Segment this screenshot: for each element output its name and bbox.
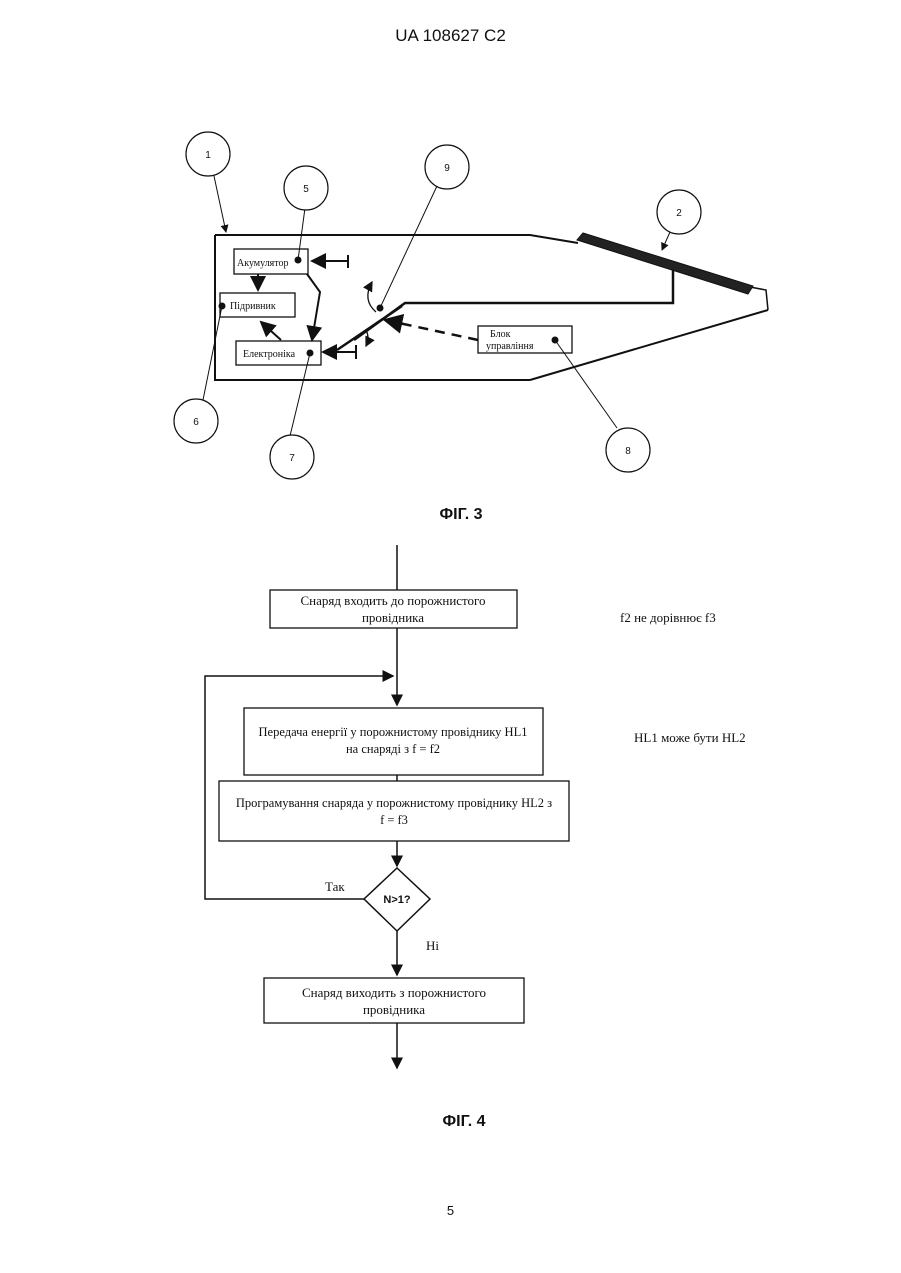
svg-text:Блок: Блок xyxy=(490,329,511,340)
callout-8: 8 xyxy=(606,428,650,472)
svg-text:5: 5 xyxy=(303,184,309,195)
step-programming: Програмування снаряда у порожнистому про… xyxy=(219,781,569,841)
svg-text:Програмування снаряда у порожн: Програмування снаряда у порожнистому про… xyxy=(236,796,552,810)
svg-text:Акумулятор: Акумулятор xyxy=(237,258,289,269)
callout-2: 2 xyxy=(657,190,701,234)
page-number: 5 xyxy=(0,1203,901,1218)
svg-text:8: 8 xyxy=(625,446,631,457)
svg-text:1: 1 xyxy=(205,150,211,161)
decision-n-greater-1: N>1? xyxy=(364,868,430,931)
callout-7: 6 xyxy=(174,399,218,443)
svg-text:7: 7 xyxy=(289,453,295,464)
svg-text:6: 6 xyxy=(193,417,199,428)
step-projectile-enters: Снаряд входить до порожнистого провідник… xyxy=(270,590,517,628)
svg-text:Снаряд виходить з порожнистого: Снаряд виходить з порожнистого xyxy=(302,985,486,1000)
svg-text:N>1?: N>1? xyxy=(383,894,410,906)
callout-6: 7 xyxy=(270,435,314,479)
note-hl1-hl2: HL1 може бути HL2 xyxy=(634,730,746,745)
callout-5: 5 xyxy=(284,166,328,210)
svg-text:Електроніка: Електроніка xyxy=(243,349,296,360)
svg-text:2: 2 xyxy=(676,208,682,219)
detonator-box: Підривник xyxy=(220,293,295,317)
svg-text:управління: управління xyxy=(486,341,534,352)
svg-text:провідника: провідника xyxy=(362,610,424,625)
yes-label: Так xyxy=(325,879,345,894)
figure-4-caption: ФІГ. 4 xyxy=(443,1113,486,1130)
note-f2-f3: f2 не дорівнює f3 xyxy=(620,610,716,625)
step-energy-transfer: Передача енергії у порожнистому провідни… xyxy=(244,708,543,775)
callout-1: 1 xyxy=(186,132,230,176)
step-projectile-exits: Снаряд виходить з порожнистого провідник… xyxy=(264,978,524,1023)
svg-text:Снаряд входить до порожнистого: Снаряд входить до порожнистого xyxy=(300,593,485,608)
svg-text:Передача енергії у порожнистом: Передача енергії у порожнистому провідни… xyxy=(259,725,528,739)
figure-3-diagram: Акумулятор Підривник Електроніка Блок уп… xyxy=(0,0,901,540)
svg-text:f = f3: f = f3 xyxy=(380,813,408,827)
svg-text:9: 9 xyxy=(444,163,450,174)
svg-text:провідника: провідника xyxy=(363,1002,425,1017)
svg-text:на снаряді з f = f2: на снаряді з f = f2 xyxy=(346,742,440,756)
no-label: Ні xyxy=(426,938,439,953)
figure-3-caption: ФІГ. 3 xyxy=(440,506,483,523)
callout-9: 9 xyxy=(425,145,469,189)
svg-text:Підривник: Підривник xyxy=(230,301,276,312)
